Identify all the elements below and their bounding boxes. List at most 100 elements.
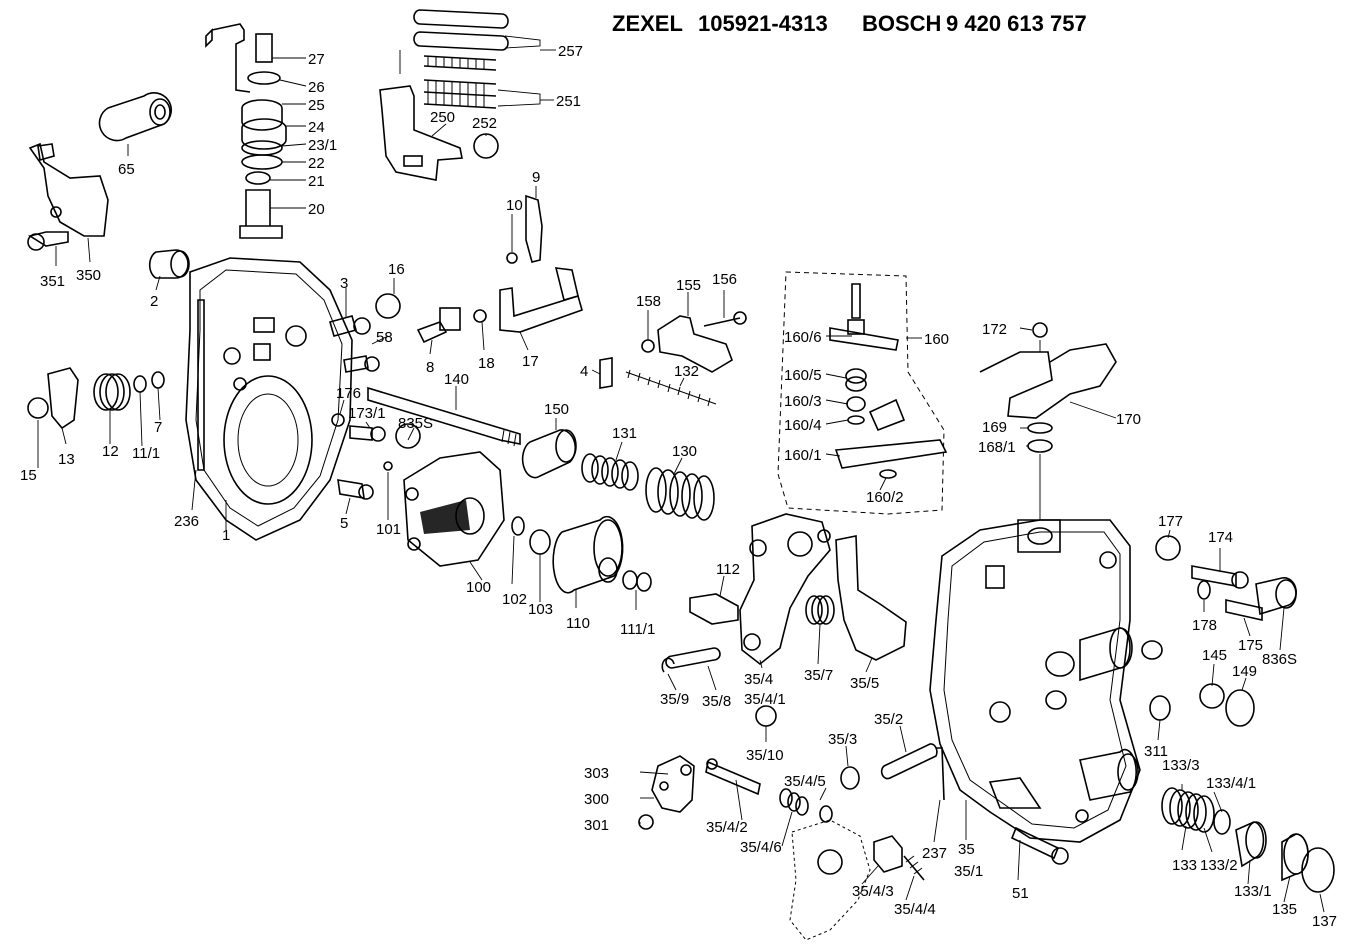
label-4: 4: [580, 363, 588, 380]
header-brand-zexel: ZEXEL: [612, 11, 683, 36]
part-301: [638, 814, 654, 830]
label-160-1: 160/1: [784, 447, 822, 464]
part-111-1: [622, 570, 638, 590]
part-15: [27, 397, 49, 419]
label-236: 236: [174, 513, 199, 530]
part-160-3: [846, 396, 866, 412]
label-12: 12: [102, 443, 119, 460]
bracket-top: [211, 23, 251, 93]
label-100: 100: [466, 579, 491, 596]
label-20: 20: [308, 201, 325, 218]
part-237: [936, 747, 945, 801]
label-311: 311: [1144, 743, 1168, 760]
part-311: [1149, 695, 1171, 721]
part-103: [529, 529, 551, 555]
part-35-5: [835, 535, 907, 661]
label-35-9: 35/9: [660, 691, 689, 708]
housing-1: [185, 257, 353, 541]
part-16: [375, 293, 401, 319]
part-257-a: [413, 9, 509, 29]
label-160-2: 160/2: [866, 489, 904, 506]
label-351: 351: [40, 273, 65, 290]
label-133-2: 133/2: [1200, 857, 1238, 874]
label-2: 2: [150, 293, 158, 310]
part-131: [581, 453, 639, 491]
part-51: [1010, 826, 1060, 860]
part-160-6: [851, 283, 861, 319]
part-169: [1027, 422, 1053, 434]
label-35-3: 35/3: [828, 731, 857, 748]
part-102: [511, 516, 525, 536]
part-35-7: [805, 595, 835, 625]
label-150: 150: [544, 401, 569, 418]
part-172: [1032, 322, 1048, 338]
label-111-1: 111/1: [620, 621, 655, 638]
label-250: 250: [430, 109, 455, 126]
label-7: 7: [154, 419, 162, 436]
label-35-4-4: 35/4/4: [894, 901, 936, 918]
part-35-10: [755, 705, 777, 727]
part-35-4-4: [903, 855, 925, 881]
label-252: 252: [472, 115, 497, 132]
label-58: 58: [376, 329, 393, 346]
part-303: [680, 764, 692, 776]
label-35-4: 35/4: [744, 671, 773, 688]
label-15: 15: [20, 467, 37, 484]
part-835S: [395, 423, 421, 449]
label-10: 10: [506, 197, 523, 214]
part-145: [1199, 683, 1225, 709]
label-172: 172: [982, 321, 1007, 338]
part-133-4-1: [1213, 809, 1231, 835]
label-110: 110: [566, 615, 590, 632]
part-236: [197, 299, 205, 471]
label-175: 175: [1238, 637, 1263, 654]
part-35-2: [880, 743, 938, 780]
label-3: 3: [340, 275, 348, 292]
label-178: 178: [1192, 617, 1217, 634]
part-155: [657, 315, 733, 373]
label-160-4: 160/4: [784, 417, 822, 434]
label-237: 237: [922, 845, 947, 862]
label-137: 137: [1312, 913, 1337, 930]
label-35-4-1: 35/4/1: [744, 691, 786, 708]
part-25: [241, 99, 283, 131]
label-27: 27: [308, 51, 325, 68]
part-168-1: [1027, 439, 1053, 453]
part-3: [329, 315, 357, 337]
label-35-7: 35/7: [804, 667, 833, 684]
part-35-4: [739, 513, 831, 666]
label-133-3: 133/3: [1162, 757, 1200, 774]
label-103: 103: [528, 601, 553, 618]
part-35-9: [661, 657, 675, 673]
part-170: [979, 343, 1117, 419]
part-110: [552, 515, 624, 594]
label-102: 102: [502, 591, 527, 608]
label-130: 130: [672, 443, 697, 460]
part-18: [473, 309, 487, 323]
group-160-outline: [777, 271, 945, 515]
label-35-4-2: 35/4/2: [706, 819, 748, 836]
part-177: [1155, 535, 1181, 561]
part-158: [641, 339, 655, 353]
header-bosch-number: 9 420 613 757: [946, 11, 1087, 36]
part-labels: 27 26 25 24 23/1 22 21 20 65 257 251 250…: [20, 43, 1337, 930]
label-22: 22: [308, 155, 325, 172]
part-135: [1281, 833, 1309, 882]
label-35-10: 35/10: [746, 747, 784, 764]
label-133-1: 133/1: [1234, 883, 1272, 900]
label-21: 21: [308, 173, 325, 190]
part-176: [331, 413, 345, 427]
part-252: [473, 133, 499, 159]
part-35-4-3: [873, 835, 903, 873]
part-12: [93, 373, 131, 411]
leader-lines: [37, 35, 1325, 913]
label-301: 301: [584, 817, 609, 834]
label-176: 176: [336, 385, 361, 402]
label-51: 51: [1012, 885, 1029, 902]
part-8: [416, 321, 448, 344]
label-174: 174: [1208, 529, 1233, 546]
part-137: [1301, 847, 1335, 893]
part-133-1: [1235, 821, 1265, 868]
label-133-4-1: 133/4/1: [1206, 775, 1256, 792]
label-16: 16: [388, 261, 405, 278]
